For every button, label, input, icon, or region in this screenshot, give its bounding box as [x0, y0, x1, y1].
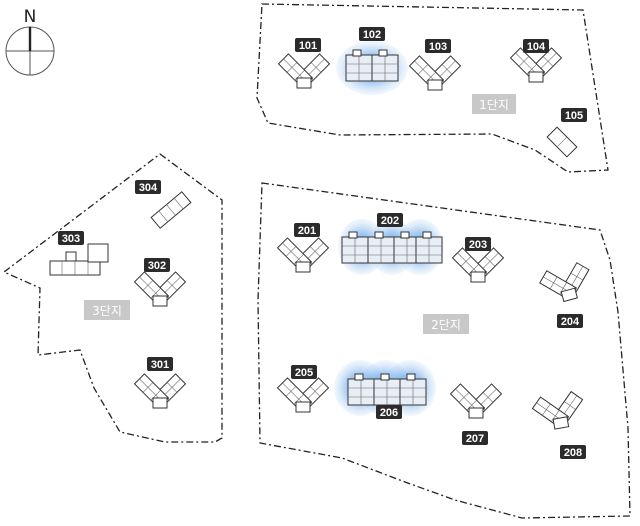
building-number: 208 — [564, 447, 582, 459]
building-shape-101 — [278, 53, 330, 89]
building-label-304[interactable]: 304 — [135, 180, 161, 194]
building-shape-302 — [134, 271, 186, 307]
compass-north-label: N — [24, 7, 37, 27]
zone-boundary-2 — [257, 182, 631, 519]
building-label-205[interactable]: 205 — [291, 365, 317, 379]
building-number: 105 — [565, 110, 583, 122]
building-shape-102 — [345, 49, 399, 82]
building-label-104[interactable]: 104 — [523, 39, 549, 53]
svg-text:2단지: 2단지 — [431, 318, 461, 332]
building-number: 304 — [139, 182, 158, 194]
zone-boundary-1 — [256, 3, 609, 173]
svg-text:1단지: 1단지 — [479, 98, 509, 112]
building-shape-201 — [277, 237, 329, 273]
zone-label-1: 1단지 — [472, 94, 516, 114]
building-shape-301 — [134, 373, 186, 409]
zone-label-2: 2단지 — [423, 314, 469, 334]
building-label-101[interactable]: 101 — [295, 38, 321, 52]
building-label-203[interactable]: 203 — [465, 237, 491, 251]
compass: N — [5, 7, 55, 76]
building-number: 301 — [151, 359, 169, 371]
building-shape-202 — [341, 231, 443, 264]
building-shape-104 — [510, 47, 562, 83]
building-number: 303 — [62, 233, 80, 245]
building-shape-103 — [409, 55, 461, 91]
building-number: 203 — [469, 239, 487, 251]
building-number: 102 — [363, 29, 381, 41]
building-number: 101 — [299, 40, 317, 52]
zone-boundary-3 — [2, 153, 223, 443]
building-label-206[interactable]: 206 — [376, 405, 402, 419]
building-label-207[interactable]: 207 — [462, 431, 488, 445]
building-shape-204 — [536, 259, 596, 307]
building-number: 204 — [561, 316, 580, 328]
building-shape-203 — [452, 247, 504, 283]
zone-label-3: 3단지 — [84, 300, 130, 320]
building-number: 104 — [527, 41, 546, 53]
building-number: 302 — [148, 260, 166, 272]
building-label-204[interactable]: 204 — [557, 314, 583, 328]
building-shape-105 — [546, 126, 578, 158]
building-shape-304 — [150, 191, 192, 229]
building-number: 103 — [429, 41, 447, 53]
building-shape-207 — [450, 383, 502, 419]
building-shape-208 — [530, 389, 588, 433]
building-number: 201 — [298, 225, 316, 237]
building-number: 206 — [380, 407, 398, 419]
building-number: 202 — [381, 215, 399, 227]
building-label-105[interactable]: 105 — [561, 108, 587, 122]
building-shape-303 — [49, 243, 109, 276]
building-label-301[interactable]: 301 — [147, 357, 173, 371]
building-label-208[interactable]: 208 — [560, 445, 586, 459]
building-label-303[interactable]: 303 — [58, 231, 84, 245]
building-shape-206 — [347, 373, 427, 406]
building-label-202[interactable]: 202 — [377, 213, 403, 227]
building-number: 207 — [466, 433, 484, 445]
building-label-302[interactable]: 302 — [144, 258, 170, 272]
svg-text:3단지: 3단지 — [92, 304, 122, 318]
building-label-103[interactable]: 103 — [425, 39, 451, 53]
building-label-201[interactable]: 201 — [294, 223, 320, 237]
building-number: 205 — [295, 367, 313, 379]
building-shape-205 — [277, 377, 329, 413]
building-label-102[interactable]: 102 — [359, 27, 385, 41]
